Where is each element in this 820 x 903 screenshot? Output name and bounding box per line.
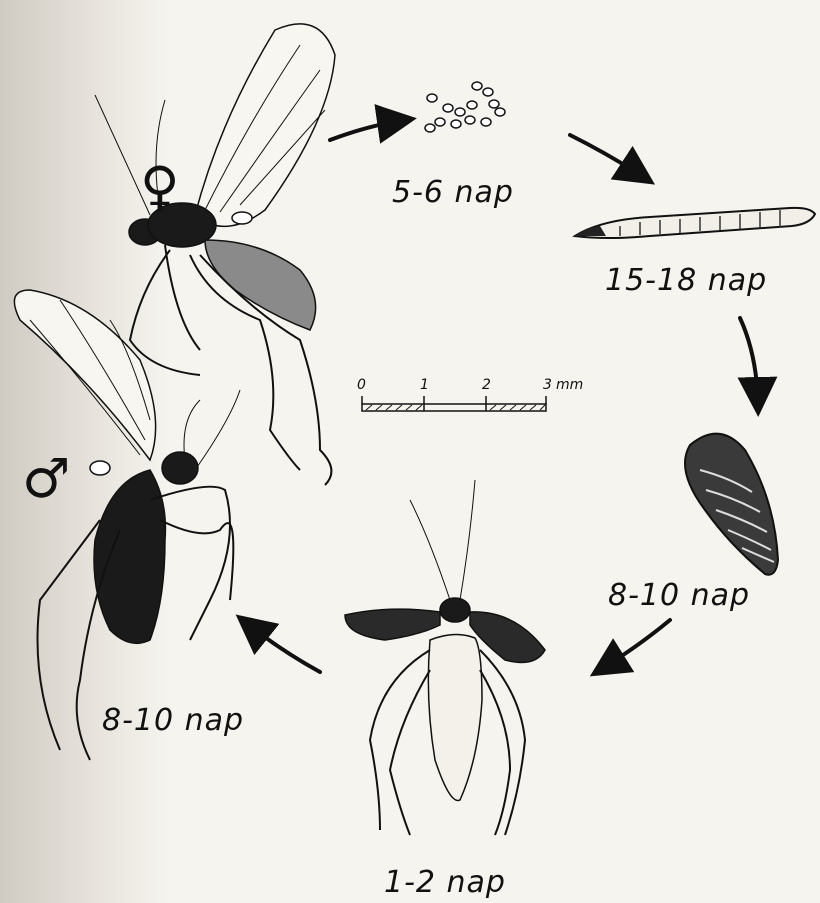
arrow-to-emergence: [600, 620, 670, 670]
scale-tick-2: 2: [482, 377, 491, 393]
emerging-antennae: [410, 480, 475, 600]
female-abdomen: [205, 240, 316, 330]
stage-label-pupa: 8-10 nap: [608, 578, 750, 613]
pupa-illustration: [685, 434, 778, 575]
eggs-illustration: [425, 82, 505, 132]
scale-tick-1: 1: [420, 377, 429, 393]
male-body: [94, 470, 165, 643]
emerging-adult-illustration: [345, 480, 545, 835]
larva-illustration: [575, 208, 815, 238]
scale-tick-0: 0: [357, 377, 366, 393]
scale-tick-3: 3: [543, 377, 552, 393]
arrow-to-eggs: [330, 120, 405, 140]
scale-unit: mm: [556, 377, 583, 393]
male-symbol: ♂: [22, 452, 70, 506]
scale-bar: [362, 396, 546, 411]
emerging-abdomen: [428, 634, 482, 800]
arrow-to-adult: [245, 622, 320, 672]
stage-label-eggs: 5-6 nap: [392, 175, 514, 210]
male-wing: [14, 290, 155, 460]
stage-label-larva: 15-18 nap: [605, 263, 767, 298]
female-wing: [195, 24, 335, 227]
emerging-left-wing: [345, 609, 440, 640]
emerging-right-wing: [470, 612, 545, 663]
male-fly-illustration: [14, 290, 240, 760]
stage-label-emergence: 1-2 nap: [384, 865, 506, 900]
stage-label-adult: 8-10 nap: [102, 703, 244, 738]
arrow-to-pupa: [740, 318, 758, 405]
arrow-to-larva: [570, 135, 645, 178]
male-head: [162, 452, 198, 484]
female-symbol: ♀: [140, 160, 180, 214]
